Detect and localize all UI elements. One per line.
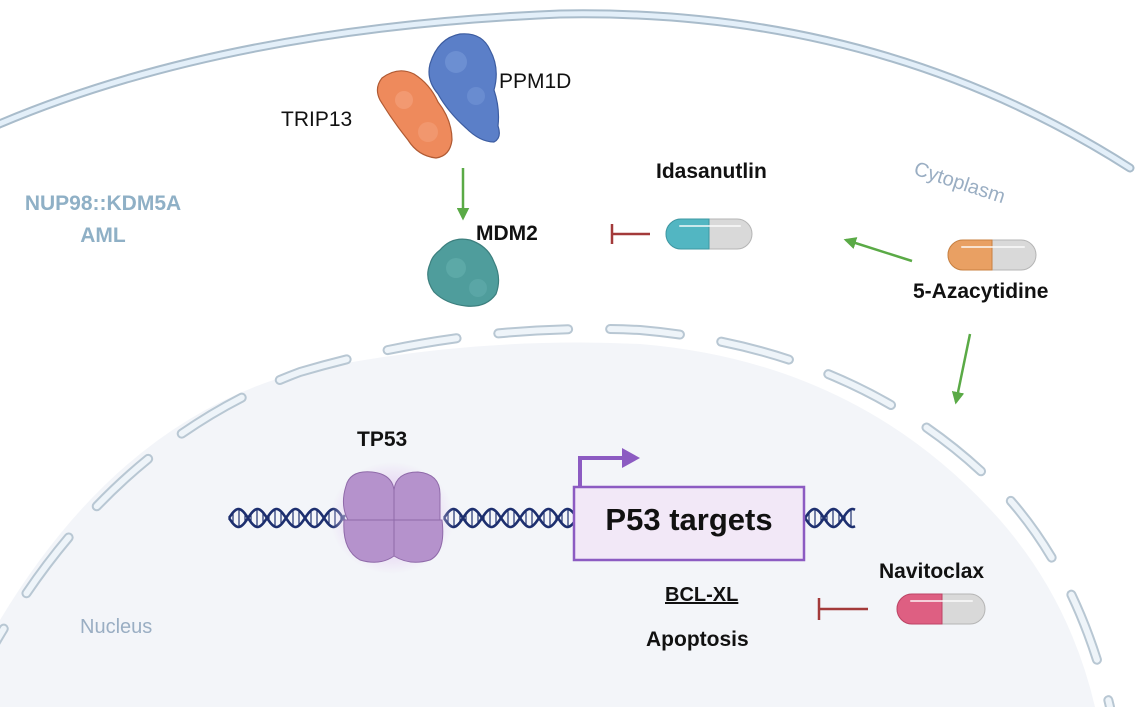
azacytidine-label: 5-Azacytidine: [913, 280, 1049, 303]
mdm2-protein-icon: [427, 238, 500, 307]
disease-label: NUP98::KDM5A AML: [8, 188, 198, 252]
activation-arrow-idasanutlin: [843, 237, 913, 263]
nucleus-label: Nucleus: [80, 616, 153, 638]
inhibition-idasanutlin-mdm2: [610, 224, 650, 244]
disease-label-line1: NUP98::KDM5A: [24, 192, 182, 215]
ppm1d-protein-icon: [428, 33, 500, 143]
p53-targets-label: P53 targets: [605, 502, 773, 537]
tp53-label: TP53: [357, 428, 408, 451]
apoptosis-label: Apoptosis: [646, 628, 749, 651]
cell-membrane: [0, 9, 1135, 173]
trip13-label: TRIP13: [281, 108, 353, 131]
mdm2-label: MDM2: [476, 222, 538, 245]
ppm1d-label: PPM1D: [499, 70, 572, 93]
disease-label-line2: AML: [80, 224, 126, 247]
azacytidine-pill-icon: [947, 239, 1037, 271]
trip13-protein-icon: [376, 70, 453, 159]
dna-segment-middle: [442, 507, 575, 529]
p53-targets-box: [572, 485, 806, 562]
navitoclax-label: Navitoclax: [879, 560, 985, 583]
dna-strand-icon: [227, 507, 856, 529]
nucleus: [0, 323, 1115, 707]
activation-arrow-nucleus: [951, 333, 972, 405]
idasanutlin-pill-icon: [665, 218, 753, 250]
inhibition-navitoclax-bclxl: [817, 598, 868, 620]
dna-segment-left: [227, 507, 347, 529]
dna-segment-right: [803, 507, 856, 529]
navitoclax-pill-icon: [896, 593, 986, 625]
transcription-start-arrow-icon: [578, 448, 640, 487]
tp53-protein-icon: [330, 462, 454, 574]
bclxl-label: BCL-XL: [665, 584, 739, 606]
idasanutlin-label: Idasanutlin: [656, 160, 767, 183]
